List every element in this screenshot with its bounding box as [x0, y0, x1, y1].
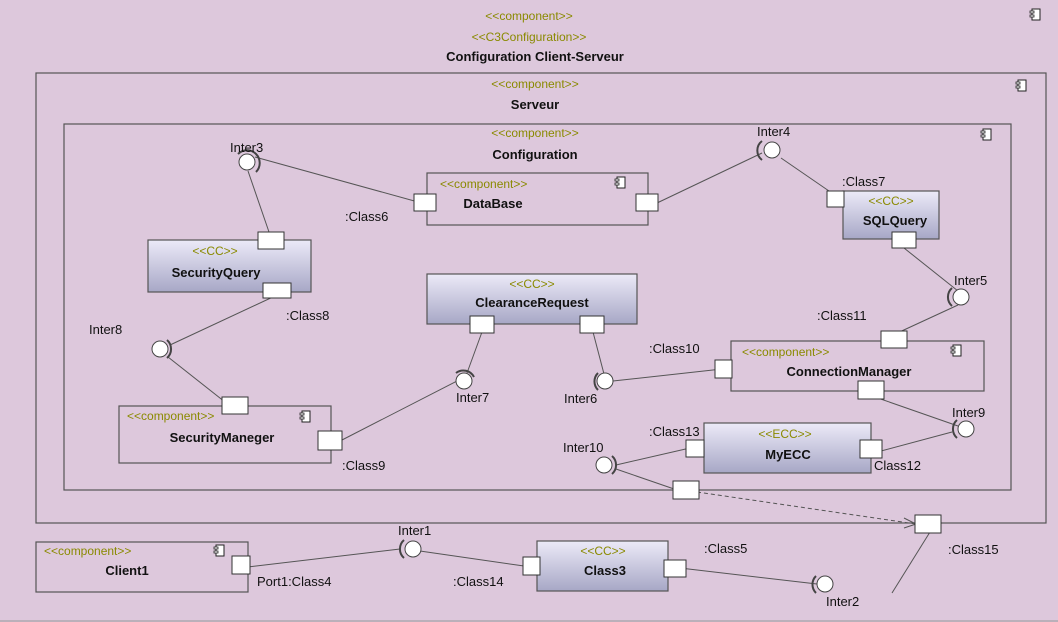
- securitymanager-title: SecurityManeger: [170, 430, 275, 445]
- interface-inter1[interactable]: [398, 539, 422, 559]
- inter5-label: Inter5: [954, 273, 987, 288]
- port-class6[interactable]: [413, 193, 437, 212]
- configuration-component-icon: [980, 128, 992, 141]
- sqlquery-component[interactable]: <<CC>> SQLQuery: [842, 190, 940, 240]
- securityquery-stereotype: <<CC>>: [192, 244, 237, 258]
- port-class8[interactable]: [262, 282, 292, 299]
- outer-c3config-stereotype: <<C3Configuration>>: [472, 30, 587, 44]
- inter4-label: Inter4: [757, 124, 790, 139]
- class8-label: :Class8: [286, 308, 329, 323]
- port-clearancerequest-left[interactable]: [469, 315, 495, 334]
- inter1-label: Inter1: [398, 523, 431, 538]
- class10-label: :Class10: [649, 341, 700, 356]
- configuration-frame: [63, 123, 1012, 491]
- port-configuration-bottom[interactable]: [672, 480, 700, 500]
- class3-component[interactable]: <<CC>> Class3: [536, 540, 669, 592]
- inter8-label: Inter8: [89, 322, 122, 337]
- interface-inter4[interactable]: [756, 140, 781, 161]
- clearancerequest-component[interactable]: <<CC>> ClearanceRequest: [426, 273, 638, 325]
- port-port1-class4[interactable]: [231, 555, 251, 575]
- port-class13[interactable]: [685, 439, 705, 458]
- clearancerequest-stereotype: <<CC>>: [509, 277, 554, 291]
- inter7-label: Inter7: [456, 390, 489, 405]
- interface-inter6[interactable]: [593, 372, 614, 391]
- serveur-component[interactable]: <<component>> Serveur: [35, 72, 1047, 524]
- interface-inter10[interactable]: [595, 455, 618, 475]
- port-database-right[interactable]: [635, 193, 659, 212]
- port-sqlquery-bottom[interactable]: [891, 231, 917, 249]
- port-class15[interactable]: [914, 514, 942, 534]
- port-clearancerequest-right[interactable]: [579, 315, 605, 334]
- port-class9[interactable]: [317, 430, 343, 451]
- client1-component[interactable]: <<component>> Client1: [35, 541, 249, 593]
- database-stereotype: <<component>>: [440, 177, 527, 191]
- interface-inter5[interactable]: [946, 287, 970, 307]
- class11-label: :Class11: [817, 308, 867, 323]
- class9-label: :Class9: [342, 458, 385, 473]
- inter3-label: Inter3: [230, 140, 263, 155]
- inter6-label: Inter6: [564, 391, 597, 406]
- outer-title: Configuration Client-Serveur: [446, 49, 624, 64]
- outer-stereotype: <<component>>: [485, 9, 572, 23]
- database-component-icon: [614, 176, 626, 189]
- port-class12[interactable]: [859, 439, 883, 459]
- myecc-title: MyECC: [765, 447, 811, 462]
- inter9-label: Inter9: [952, 405, 985, 420]
- clearancerequest-title: ClearanceRequest: [475, 295, 589, 310]
- securitymanager-component-icon: [299, 410, 311, 423]
- inter2-label: Inter2: [826, 594, 859, 609]
- database-component[interactable]: <<component>> DataBase: [426, 172, 649, 226]
- class5-label: :Class5: [704, 541, 747, 556]
- interface-inter7[interactable]: [455, 369, 475, 390]
- class13-label: :Class13: [649, 424, 700, 439]
- client1-component-icon: [213, 544, 225, 557]
- class6-label: :Class6: [345, 209, 388, 224]
- class3-stereotype: <<CC>>: [580, 544, 625, 558]
- securitymanager-component[interactable]: <<component>> SecurityManeger: [118, 405, 332, 464]
- sqlquery-title: SQLQuery: [863, 213, 928, 228]
- client1-stereotype: <<component>>: [44, 544, 131, 558]
- configuration-client-serveur-component[interactable]: <<component>> <<C3Configuration>> Config…: [446, 8, 1041, 64]
- port-securitymanager-top[interactable]: [221, 396, 249, 415]
- inter10-label: Inter10: [563, 440, 603, 455]
- database-title: DataBase: [463, 196, 522, 211]
- connectionmanager-component-icon: [950, 344, 962, 357]
- serveur-stereotype: <<component>>: [491, 77, 578, 91]
- interface-inter3[interactable]: [237, 149, 261, 173]
- connectionmanager-stereotype: <<component>>: [742, 345, 829, 359]
- myecc-stereotype: <<ECC>>: [758, 427, 811, 441]
- myecc-component[interactable]: <<ECC>> MyECC: [703, 422, 872, 474]
- configuration-title: Configuration: [492, 147, 577, 162]
- interface-inter2[interactable]: [811, 575, 834, 594]
- configuration-stereotype: <<component>>: [491, 126, 578, 140]
- interface-inter9[interactable]: [951, 419, 975, 439]
- port-class10[interactable]: [714, 359, 733, 379]
- securityquery-title: SecurityQuery: [172, 265, 262, 280]
- outer-component-icon: [1029, 8, 1041, 21]
- port-connectionmanager-bottom[interactable]: [857, 380, 885, 400]
- serveur-frame: [35, 72, 1047, 524]
- connectors: [167, 152, 959, 594]
- port-class7[interactable]: [826, 190, 845, 208]
- connectionmanager-title: ConnectionManager: [787, 364, 912, 379]
- securitymanager-stereotype: <<component>>: [127, 409, 214, 423]
- port-class11[interactable]: [880, 330, 908, 349]
- port-class14[interactable]: [522, 556, 541, 576]
- class3-title: Class3: [584, 563, 626, 578]
- interface-inter8[interactable]: [151, 339, 173, 359]
- client1-title: Client1: [105, 563, 148, 578]
- sqlquery-stereotype: <<CC>>: [868, 194, 913, 208]
- class15-label: :Class15: [948, 542, 999, 557]
- class12-label: Class12: [874, 458, 921, 473]
- class7-label: :Class7: [842, 174, 885, 189]
- serveur-title: Serveur: [511, 97, 559, 112]
- serveur-component-icon: [1015, 79, 1027, 92]
- port1-class4-label: Port1:Class4: [257, 574, 331, 589]
- ports: [221, 190, 942, 578]
- configuration-component[interactable]: <<component>> Configuration: [63, 123, 1012, 491]
- class14-label: :Class14: [453, 574, 504, 589]
- port-class5[interactable]: [663, 559, 687, 578]
- port-securityquery-top[interactable]: [257, 231, 285, 250]
